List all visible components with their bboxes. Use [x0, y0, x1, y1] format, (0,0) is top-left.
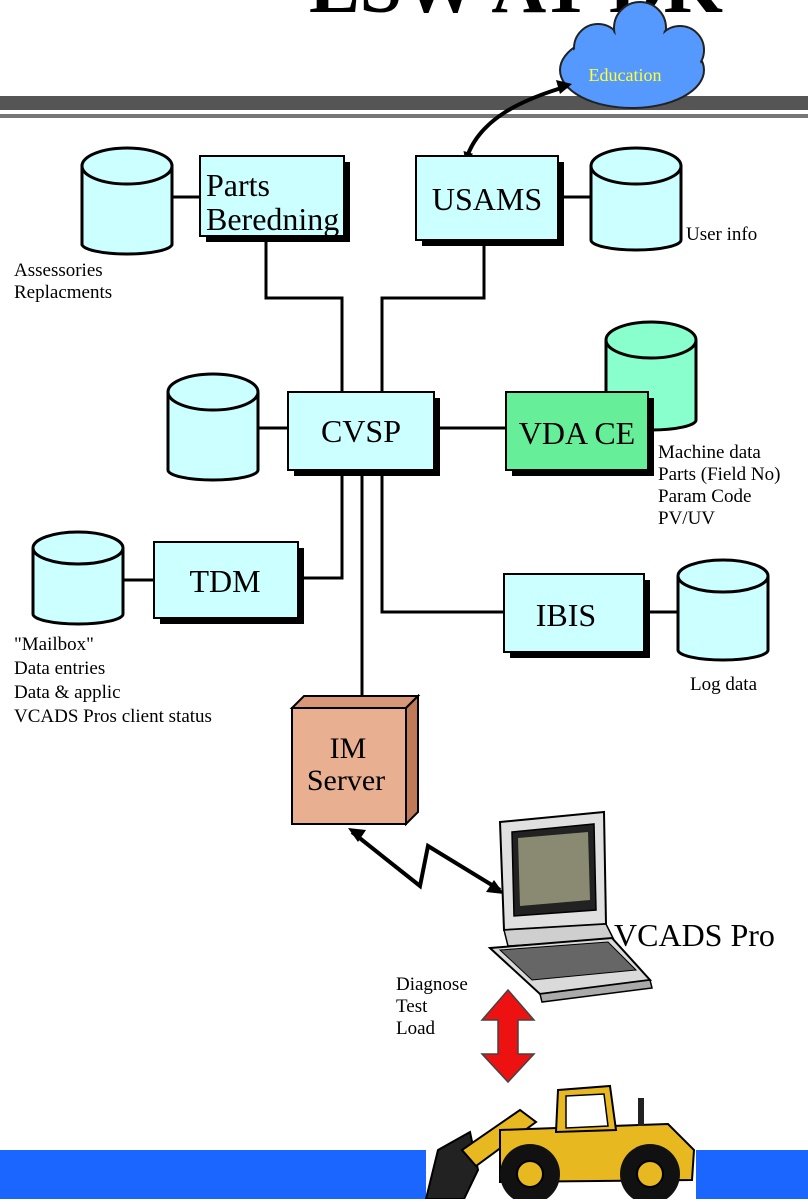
parts-db-annotation: Assessories Replacments	[14, 260, 112, 303]
ibis-annotation: Log data	[690, 674, 758, 695]
im-server-box: IM Server	[289, 693, 421, 827]
usams-label: USAMS	[432, 181, 542, 217]
tdm-annotation-line: VCADS Pros client status	[14, 706, 212, 727]
ibis-label: IBIS	[536, 597, 596, 633]
tdm-annotation-line: Data & applic	[14, 682, 121, 703]
vcads-action-line: Diagnose	[396, 974, 468, 995]
vcads-action-line: Test	[396, 996, 428, 1017]
tdm-annotation-line: "Mailbox"	[14, 634, 94, 655]
header-band	[0, 96, 808, 118]
footer-bar-right	[696, 1150, 808, 1199]
education-cloud: Education	[559, 1, 705, 109]
im-server-label-line1: IM	[330, 732, 367, 765]
wheel-loader-icon	[424, 1084, 696, 1204]
vcads-action-line: Load	[396, 1018, 436, 1039]
parts-box: Parts Beredning	[199, 155, 350, 242]
connection-lines	[122, 195, 678, 700]
cvsp-database	[166, 372, 260, 482]
vda-annotation-line: Param Code	[658, 486, 751, 507]
laptop-icon	[487, 810, 653, 1003]
cvsp-box: CVSP	[287, 391, 440, 476]
red-double-arrow	[480, 988, 536, 1084]
tdm-db-annotation: "Mailbox" Data entries Data & applic VCA…	[14, 634, 212, 727]
vcads-pro-label: VCADS Pro	[614, 917, 775, 953]
cloud-label: Education	[589, 65, 662, 85]
tdm-database	[31, 530, 125, 626]
usams-database	[589, 146, 683, 252]
education-arrow	[463, 84, 569, 162]
usams-box: USAMS	[415, 155, 564, 246]
vda-annotation-line: PV/UV	[658, 508, 715, 529]
tdm-box: TDM	[153, 541, 304, 624]
ibis-database	[676, 558, 770, 662]
parts-label-line1: Parts	[206, 167, 270, 203]
tdm-label: TDM	[189, 563, 260, 599]
tdm-annotation-line: Data entries	[14, 658, 105, 679]
vda-ce-label: VDA CE	[519, 415, 635, 451]
vda-annotation-line: Parts (Field No)	[658, 464, 780, 485]
wireless-link	[348, 828, 504, 894]
vda-annotation-line: Machine data	[658, 442, 761, 463]
parts-annotation-line: Assessories	[14, 260, 103, 281]
parts-database	[80, 146, 174, 256]
ibis-box: IBIS	[503, 573, 650, 658]
parts-label-line2: Beredning	[206, 201, 339, 237]
usams-annotation: User info	[686, 224, 757, 245]
vcads-actions-annotation: Diagnose Test Load	[396, 974, 468, 1039]
cvsp-label: CVSP	[321, 413, 401, 449]
parts-annotation-line: Replacments	[14, 282, 112, 303]
im-server-label-line2: Server	[307, 764, 385, 797]
footer-bar-left	[0, 1150, 426, 1199]
vda-ce-box: VDA CE	[505, 391, 654, 476]
vda-db-annotation: Machine data Parts (Field No) Param Code…	[658, 442, 780, 529]
